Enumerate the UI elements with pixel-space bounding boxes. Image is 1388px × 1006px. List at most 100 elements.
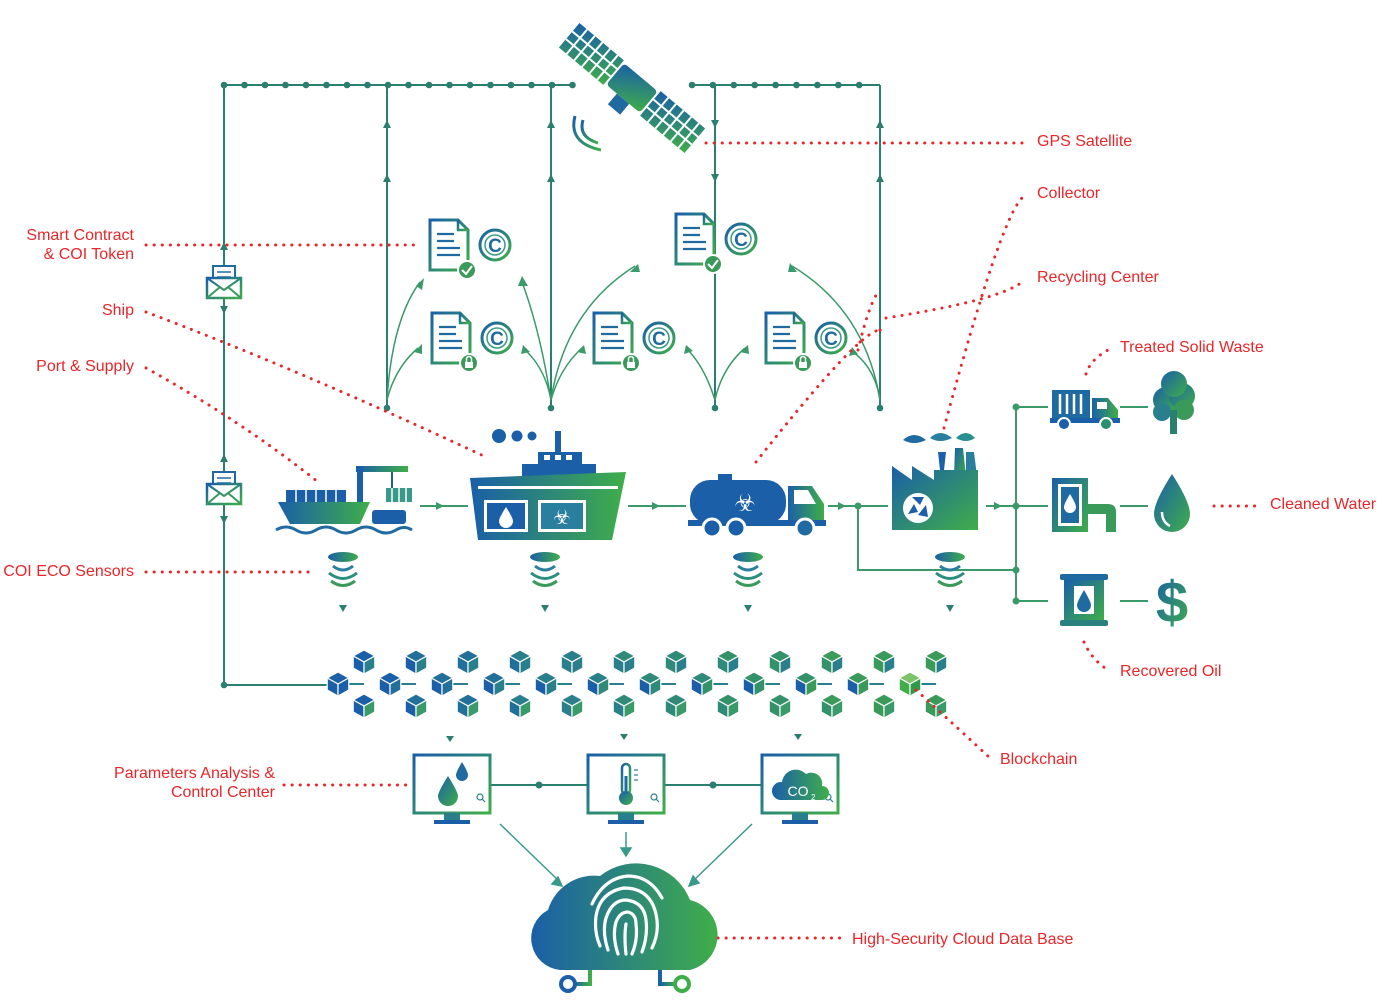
gps-satellite-icon — [558, 23, 706, 153]
label-blockchain: Blockchain — [1000, 751, 1078, 768]
contract-document-icon — [428, 218, 477, 280]
svg-text:C: C — [488, 236, 502, 257]
block-cube — [845, 671, 871, 698]
eco-sensor-icon — [733, 552, 763, 612]
block-cube — [767, 693, 793, 720]
label-ship: Ship — [101, 302, 134, 319]
contract-document-icon — [430, 311, 479, 373]
block-cube — [611, 649, 637, 676]
svg-text:CO: CO — [788, 783, 809, 799]
water-drop-icon — [1154, 474, 1190, 532]
oil-barrel-icon — [1060, 574, 1108, 626]
block-cube — [507, 693, 533, 720]
block-cube — [481, 671, 507, 698]
block-cube — [897, 671, 923, 698]
label-smart-contract-line1: Smart Contract — [26, 227, 134, 244]
block-cube — [559, 693, 585, 720]
collector-truck-icon: ☣ — [688, 474, 826, 539]
tree-icon — [1153, 371, 1195, 434]
eco-sensors — [328, 552, 965, 612]
label-treated-solid-waste: Treated Solid Waste — [1120, 339, 1264, 356]
block-cube — [585, 671, 611, 698]
label-recovered-oil: Recovered Oil — [1120, 663, 1222, 680]
port-supply-icon — [275, 466, 413, 535]
block-cube — [377, 671, 403, 698]
block-cube — [819, 649, 845, 676]
eco-sensor-icon — [328, 552, 358, 612]
label-gps-satellite: GPS Satellite — [1037, 133, 1133, 150]
envelope-icon — [205, 265, 243, 300]
envelope-icons — [205, 265, 243, 506]
svg-text:C: C — [652, 329, 666, 350]
svg-text:C: C — [734, 230, 748, 251]
block-cube — [923, 693, 949, 720]
block-cube — [455, 693, 481, 720]
dollar-icon: $ — [1156, 570, 1188, 635]
coi-token-icon: C — [642, 321, 676, 355]
ship-icon: ☣ — [470, 429, 626, 540]
label-parameters-line1: Parameters Analysis & — [114, 765, 275, 782]
block-cube — [793, 671, 819, 698]
top-network-lines — [223, 84, 881, 686]
svg-text:C: C — [490, 329, 504, 350]
coi-token-icon: C — [478, 228, 512, 262]
block-cube — [351, 693, 377, 720]
drops-monitor-icon — [412, 753, 492, 824]
block-cube — [689, 671, 715, 698]
block-cube — [871, 649, 897, 676]
label-cleaned-water: Cleaned Water — [1270, 496, 1377, 513]
recycling-center-icon — [892, 433, 978, 530]
coi-token-icon: C — [814, 321, 848, 355]
block-cube — [637, 671, 663, 698]
label-smart-contract-line2: & COI Token — [43, 246, 134, 263]
block-cube — [429, 671, 455, 698]
label-leader-lines — [144, 141, 1260, 940]
block-cube — [559, 649, 585, 676]
block-cube — [455, 649, 481, 676]
contract-document-icon — [764, 311, 813, 373]
svg-text:☣: ☣ — [734, 489, 756, 517]
coi-token-icon: C — [724, 222, 758, 256]
contract-document-icon — [592, 311, 641, 373]
block-cube — [351, 649, 377, 676]
block-cube — [663, 693, 689, 720]
block-cube — [403, 649, 429, 676]
branch-curve-heads — [414, 263, 858, 356]
vertical-arrows — [220, 120, 884, 524]
block-cube — [533, 671, 559, 698]
thermo-monitor-icon — [586, 753, 666, 824]
label-smart-contract: Smart Contract & COI Token — [26, 226, 134, 264]
label-recycling-center: Recycling Center — [1037, 269, 1159, 286]
label-eco-sensors: COI ECO Sensors — [3, 563, 134, 580]
coi-token-icon: C — [480, 321, 514, 355]
svg-text:C: C — [824, 329, 838, 350]
block-cube — [663, 649, 689, 676]
contract-document-icon — [674, 212, 723, 274]
top-network-dots — [220, 81, 884, 689]
eco-sensor-icon — [530, 552, 560, 612]
eco-sensor-icon — [935, 552, 965, 612]
main-flow-arrows — [436, 403, 1020, 605]
blockchain-icon — [325, 649, 949, 720]
water-tank-icon — [1052, 478, 1116, 532]
cloud-arrows — [499, 823, 753, 888]
svg-text:☣: ☣ — [553, 505, 571, 529]
envelope-icon — [205, 471, 243, 506]
block-cube — [923, 649, 949, 676]
label-parameters-center: Parameters Analysis & Control Center — [114, 764, 275, 802]
block-cube — [325, 671, 351, 698]
block-cube — [767, 649, 793, 676]
label-cloud-db: High-Security Cloud Data Base — [852, 931, 1074, 948]
smart-contract-documents: C C C C C — [428, 212, 848, 373]
block-cube — [715, 649, 741, 676]
block-cube — [741, 671, 767, 698]
block-cube — [819, 693, 845, 720]
label-collector: Collector — [1037, 185, 1101, 202]
block-cube — [403, 693, 429, 720]
label-parameters-line2: Control Center — [170, 784, 275, 801]
label-port-supply: Port & Supply — [36, 358, 134, 375]
block-cube — [507, 649, 533, 676]
